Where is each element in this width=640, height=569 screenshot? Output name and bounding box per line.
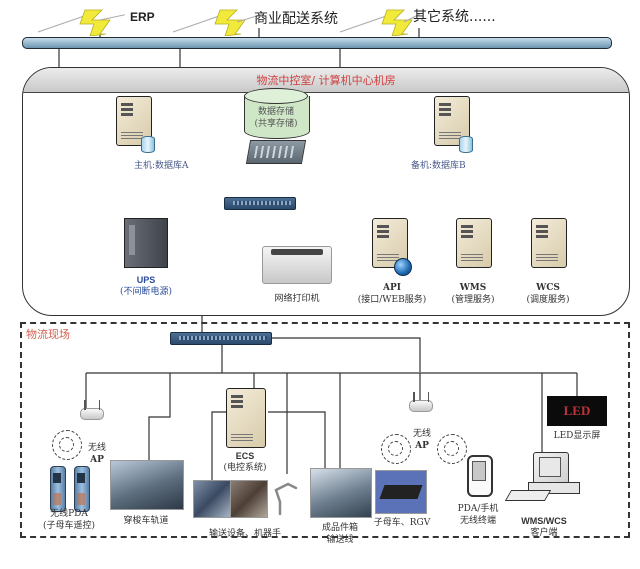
logistics-field-panel: 物流现场 <box>20 322 630 538</box>
ap-left-label: 无线 AP <box>87 443 106 465</box>
enterprise-network-bus <box>22 37 612 49</box>
mobile-terminal-icon <box>467 455 493 497</box>
shuttle-rail-label: 穿梭车轨道 <box>123 516 169 526</box>
commerce-distribution-label: 商业配送系统 <box>254 11 338 27</box>
shared-storage-icon: 数据存储 (共享存储) <box>244 88 310 140</box>
wireless-link-icon <box>172 9 264 36</box>
client-monitor-icon <box>533 452 569 484</box>
control-room-title: 物流中控室/ 计算机中心机房 <box>256 74 396 87</box>
conveyor-photo <box>230 480 268 518</box>
pda-device-icon <box>74 466 90 512</box>
ups-icon <box>124 218 168 268</box>
primary-db-label: 主机:数据库A <box>134 161 189 171</box>
wcs-server-label: WCS (调度服务) <box>526 283 570 305</box>
control-room-header: 物流中控室/ 计算机中心机房 <box>23 68 629 93</box>
pda-label: 无线PDA (子母车遥控) <box>42 509 96 531</box>
printer-label: 网络打印机 <box>274 294 320 304</box>
storage-label-2: (共享存储) <box>254 119 298 129</box>
wireless-signal-icon <box>437 434 467 464</box>
database-icon <box>141 136 155 153</box>
ap-right-label: 无线 AP <box>412 429 431 451</box>
wireless-signal-icon <box>52 430 82 460</box>
other-systems-label: 其它系统...... <box>413 9 496 25</box>
led-display-icon: LED <box>547 396 607 426</box>
field-title: 物流现场 <box>26 328 70 341</box>
shuttle-rail-photo <box>110 460 184 510</box>
client-label: WMS/WCS 客户端 <box>521 516 567 538</box>
conveyor-robot-label: 输送设备、机器手 <box>208 529 281 539</box>
finished-goods-conveyor-photo <box>310 468 372 518</box>
wireless-ap-icon <box>80 400 104 420</box>
wireless-signal-icon <box>381 434 411 464</box>
agv-label: 子母车、RGV <box>373 518 431 528</box>
field-switch-icon <box>170 332 272 345</box>
wcs-server-icon <box>531 218 567 268</box>
database-icon <box>459 136 473 153</box>
ups-label: UPS (不间断电源) <box>119 275 173 297</box>
mobile-terminal-label: PDA/手机 无线终端 <box>457 504 499 526</box>
backup-db-server-icon <box>434 96 470 146</box>
erp-label: ERP <box>130 10 155 24</box>
conveyor-photo <box>193 480 231 518</box>
pda-device-icon <box>50 466 66 512</box>
core-switch-icon <box>224 197 296 210</box>
storage-label-1: 数据存储 <box>257 107 294 117</box>
ecs-cabinet-icon <box>226 388 266 448</box>
led-display-label: LED显示屏 <box>553 431 601 441</box>
network-printer-icon <box>262 246 332 284</box>
wireless-link-icon <box>37 9 125 36</box>
globe-icon <box>394 258 412 276</box>
backup-db-label: 备机:数据库B <box>411 161 466 171</box>
wireless-ap-icon <box>409 392 433 412</box>
agv-photo <box>375 470 427 514</box>
storage-array-icon <box>245 140 307 164</box>
robot-arm-icon <box>270 480 298 516</box>
finished-line-label: 成品件箱 输送线 <box>321 523 358 545</box>
ecs-label: ECS (电控系统) <box>223 451 267 473</box>
wireless-link-icon <box>339 9 421 36</box>
api-server-label: API (接口/WEB服务) <box>357 283 427 305</box>
wms-server-icon <box>456 218 492 268</box>
keyboard-icon <box>504 490 552 501</box>
wms-server-label: WMS (管理服务) <box>451 283 495 305</box>
